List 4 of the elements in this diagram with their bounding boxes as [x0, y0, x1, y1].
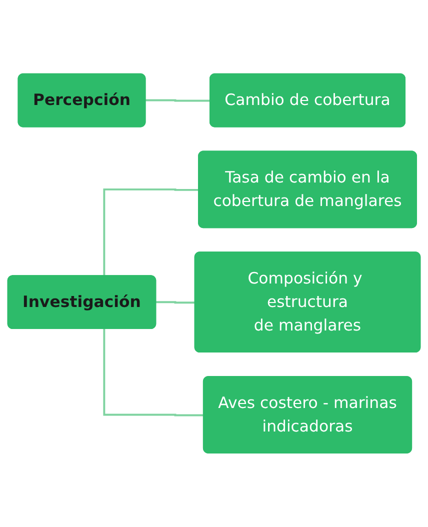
connector — [103, 188, 200, 276]
connector — [155, 301, 196, 304]
connector — [144, 99, 210, 102]
connector — [103, 329, 204, 416]
